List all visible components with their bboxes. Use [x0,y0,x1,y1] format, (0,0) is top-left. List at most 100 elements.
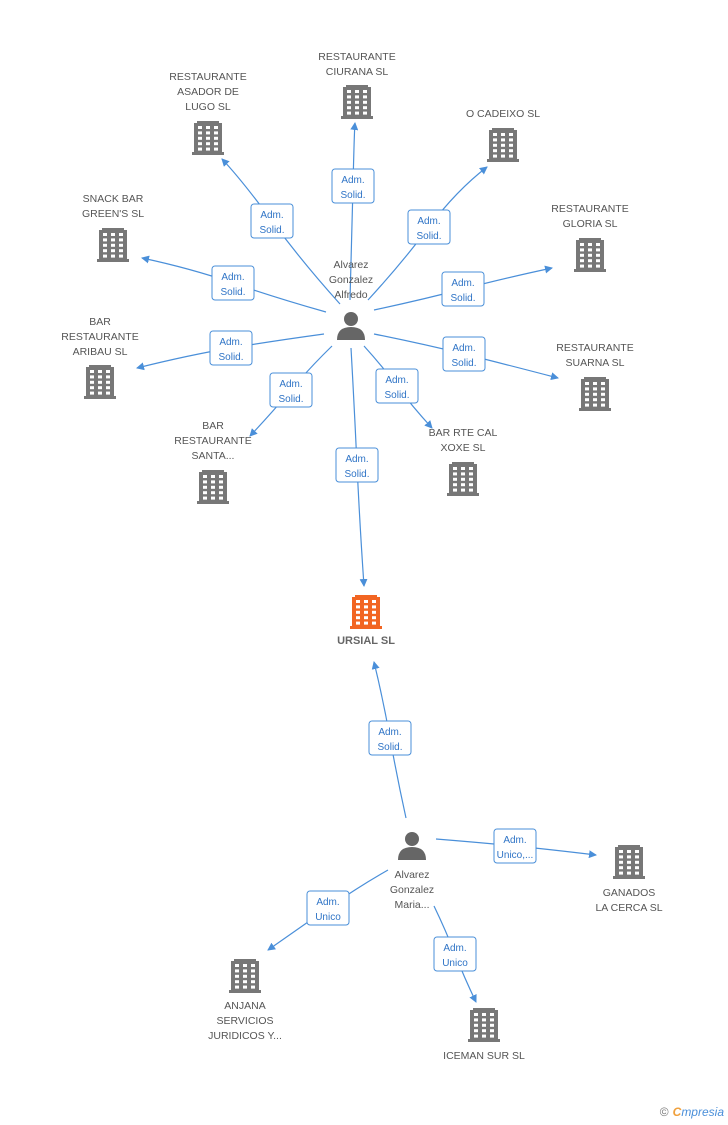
node-alvarez_maria[interactable]: AlvarezGonzalezMaria... [390,832,434,911]
node-label: ICEMAN SUR SL [443,1050,525,1062]
edge-label-alvarez_alfredo-to-bar_santa[interactable]: Adm.Solid. [269,372,313,408]
building-window [469,488,473,492]
node-o_cadeixo[interactable]: O CADEIXO SL [466,108,540,162]
building-window [364,621,368,625]
edge-label-alvarez_alfredo-to-rest_suarna[interactable]: Adm.Solid. [442,336,486,372]
node-label: SUARNA SL [566,357,625,369]
edge-label-alvarez_alfredo-to-bar_xoxe[interactable]: Adm.Solid. [375,368,419,404]
edge-label-box [375,368,419,404]
building-window [588,264,592,268]
edge-label-text: Adm. [279,379,302,390]
edge-label-alvarez_alfredo-to-rest_gloria[interactable]: Adm.Solid. [441,271,485,307]
edge-label-alvarez_alfredo-to-rest_ciurana[interactable]: Adm.Solid. [331,168,375,204]
building-window [203,480,207,484]
edge-label-text: Adm. [345,454,368,465]
node-iceman[interactable]: ICEMAN SUR SL [443,1008,525,1062]
edge-label-alvarez_alfredo-to-rest_asador[interactable]: Adm.Solid. [250,203,294,239]
building-window [474,1029,478,1033]
building-window [490,1029,494,1033]
edge-label-alvarez_alfredo-to-ursial[interactable]: Adm.Solid. [335,447,379,483]
building-window [635,855,639,859]
building-window [364,610,368,614]
building-icon [613,845,645,879]
building-window [211,496,215,500]
building-window [211,491,215,495]
building-base [341,116,373,119]
building-window [453,472,457,476]
building-window [243,964,247,967]
edge-label-alvarez_maria-to-anjana[interactable]: Adm.Unico [306,890,350,926]
building-window [214,126,218,129]
building-window [347,90,351,93]
edge-label-alvarez_maria-to-ursial[interactable]: Adm.Solid. [368,720,412,756]
edge-label-box [441,271,485,307]
building-window [509,154,513,158]
building-window [596,259,600,263]
edge-label-box [335,447,379,483]
building-window [509,138,513,142]
edge-label-alvarez_alfredo-to-bar_aribau[interactable]: Adm.Solid. [209,330,253,366]
building-window [593,398,597,402]
building-window [364,605,368,609]
person-icon [398,832,426,860]
edge-label-text: Adm. [385,375,408,386]
edge-label-alvarez_maria-to-ganados[interactable]: Adm.Unico,... [493,828,537,864]
building-window [203,491,207,495]
node-label: ANJANA [224,1000,265,1012]
edge-label-alvarez_alfredo-to-snack_bar[interactable]: Adm.Solid. [211,265,255,301]
node-label: BAR RTE CAL [429,427,498,439]
node-label: Gonzalez [390,884,434,896]
node-label: RESTAURANTE [551,203,628,215]
node-ursial[interactable]: URSIAL SL [337,595,395,647]
building-window [243,969,247,973]
building-roof [355,595,377,598]
building-icon [341,85,373,119]
building-window [635,866,639,870]
edge-label-text: Solid. [218,352,243,363]
building-window [211,480,215,484]
node-label: Alvarez [394,869,429,881]
node-label: RESTAURANTE [61,331,138,343]
building-window [627,866,631,870]
person-icon [337,312,365,340]
building-icon [574,238,606,272]
building-window [98,386,102,390]
node-label: ASADOR DE [177,86,239,98]
edge-label-box [433,936,477,972]
building-window [347,95,351,99]
edge-label-alvarez_alfredo-to-o_cadeixo[interactable]: Adm.Solid. [407,209,451,245]
edge-label-text: Solid. [451,358,476,369]
edge-label-text: Unico [442,958,468,969]
building-window [219,491,223,495]
building-window [106,375,110,379]
edge-label-text: Solid. [340,190,365,201]
building-window [619,871,623,875]
building-window [593,403,597,407]
building-window [501,133,505,136]
building-window [219,480,223,484]
building-window [585,403,589,407]
node-bar_santa[interactable]: BARRESTAURANTESANTA... [174,420,252,504]
building-base [447,493,479,496]
building-window [490,1018,494,1022]
edge-label-box [407,209,451,245]
building-icon [487,128,519,162]
edge-label-alvarez_maria-to-iceman[interactable]: Adm.Unico [433,936,477,972]
building-window [453,467,457,470]
building-window [206,126,210,129]
building-window [235,974,239,978]
copyright-symbol: © [659,1105,669,1119]
building-window [235,980,239,984]
building-icon [192,121,224,155]
building-window [98,375,102,379]
